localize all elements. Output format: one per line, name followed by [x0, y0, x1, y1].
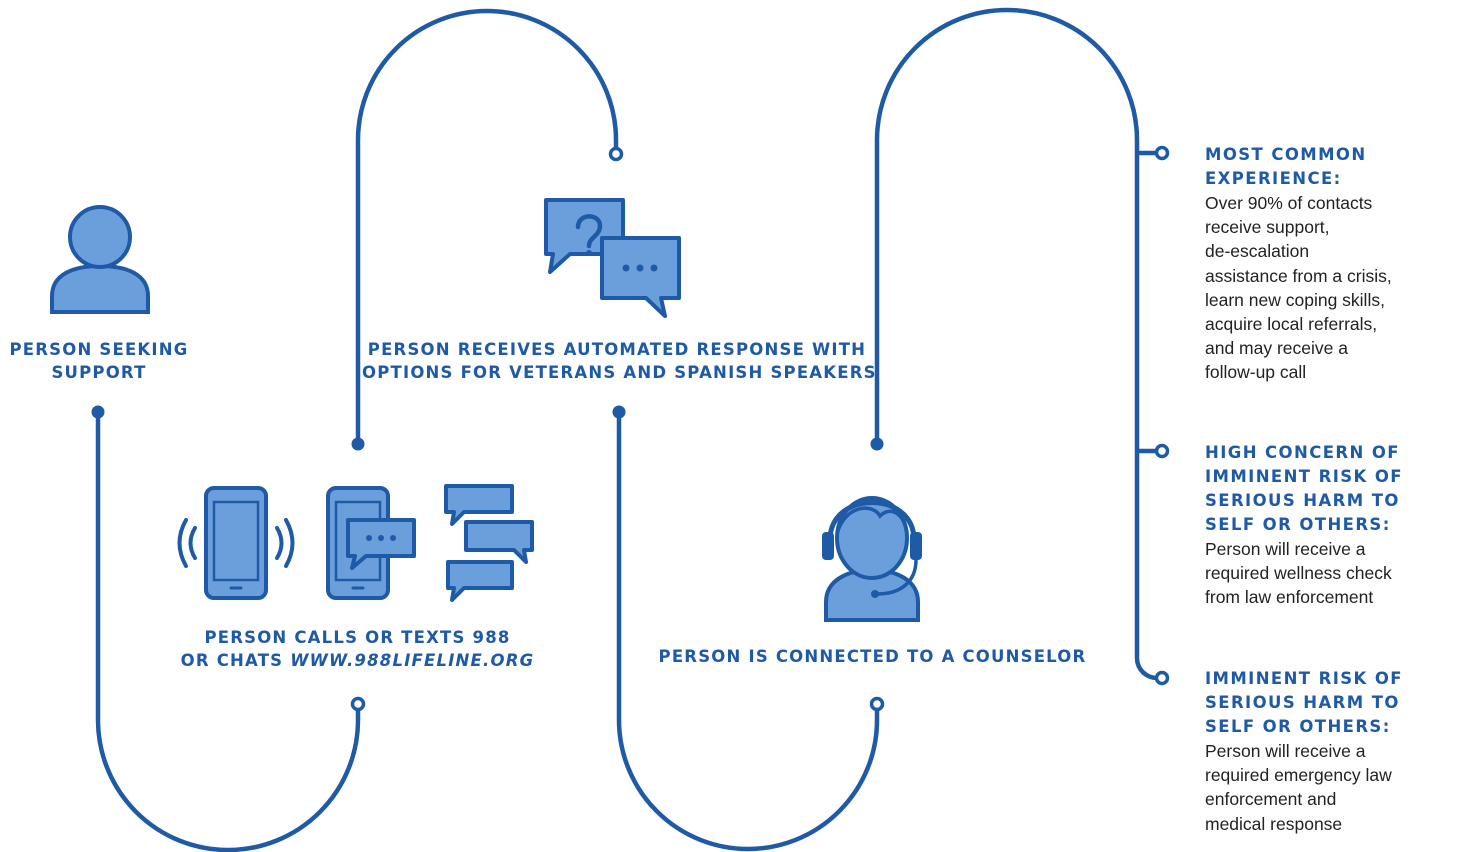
counselor-headset-icon	[822, 496, 922, 622]
outcome-high-concern: HIGH CONCERN OF IMMINENT RISK OF SERIOUS…	[1205, 441, 1460, 610]
step-label-line: OPTIONS FOR VETERANS AND SPANISH SPEAKER…	[362, 363, 877, 382]
outcome-imminent-risk: IMMINENT RISK OF SERIOUS HARM TO SELF OR…	[1205, 667, 1460, 836]
step-label-prefix: OR CHATS	[180, 651, 291, 670]
outcome-description: Person will receive a required emergency…	[1205, 741, 1392, 834]
step-label-counselor: PERSON IS CONNECTED TO A COUNSELOR	[640, 645, 1105, 668]
step-label-line: SUPPORT	[51, 363, 147, 382]
person-icon	[50, 205, 150, 314]
node-dot	[351, 437, 365, 451]
outcome-most-common: MOST COMMON EXPERIENCE: Over 90% of cont…	[1205, 143, 1460, 385]
node-ring	[608, 146, 624, 162]
outcome-title: MOST COMMON EXPERIENCE:	[1205, 145, 1367, 188]
step-label-seeking-support: PERSON SEEKING SUPPORT	[0, 338, 198, 384]
chat-bubbles-icon	[444, 484, 534, 602]
outcome-description: Person will receive a required wellness …	[1205, 539, 1392, 608]
node-ring	[869, 696, 885, 712]
node-dot	[91, 405, 105, 419]
outcome-description: Over 90% of contacts receive support, de…	[1205, 193, 1392, 383]
outcome-title: IMMINENT RISK OF SERIOUS HARM TO SELF OR…	[1205, 669, 1403, 736]
speech-bubbles-icon	[544, 198, 681, 318]
flow-connector-line	[95, 7, 1160, 852]
step-label-line: PERSON RECEIVES AUTOMATED RESPONSE WITH	[367, 340, 867, 359]
phone-text-icon	[326, 486, 416, 600]
step-label-calls-texts: PERSON CALLS OR TEXTS 988 OR CHATS WWW.9…	[165, 626, 550, 672]
node-dot	[870, 437, 884, 451]
step-label-line: PERSON IS CONNECTED TO A COUNSELOR	[658, 647, 1087, 666]
node-ring	[350, 696, 366, 712]
outcome-node-ring	[1154, 145, 1170, 161]
step-label-line: PERSON CALLS OR TEXTS 988	[204, 628, 511, 647]
step-label-line: OR CHATS WWW.988LIFELINE.ORG	[165, 649, 550, 672]
ringing-phone-icon	[177, 486, 295, 600]
outcome-node-ring	[1154, 670, 1170, 686]
outcome-title: HIGH CONCERN OF IMMINENT RISK OF SERIOUS…	[1205, 443, 1403, 534]
node-dot	[612, 405, 626, 419]
outcome-node-ring	[1154, 443, 1170, 459]
step-label-automated-response: PERSON RECEIVES AUTOMATED RESPONSE WITH …	[362, 338, 877, 384]
step-label-line: PERSON SEEKING	[9, 340, 189, 359]
lifeline-url-text: WWW.988LIFELINE.ORG	[290, 651, 535, 670]
